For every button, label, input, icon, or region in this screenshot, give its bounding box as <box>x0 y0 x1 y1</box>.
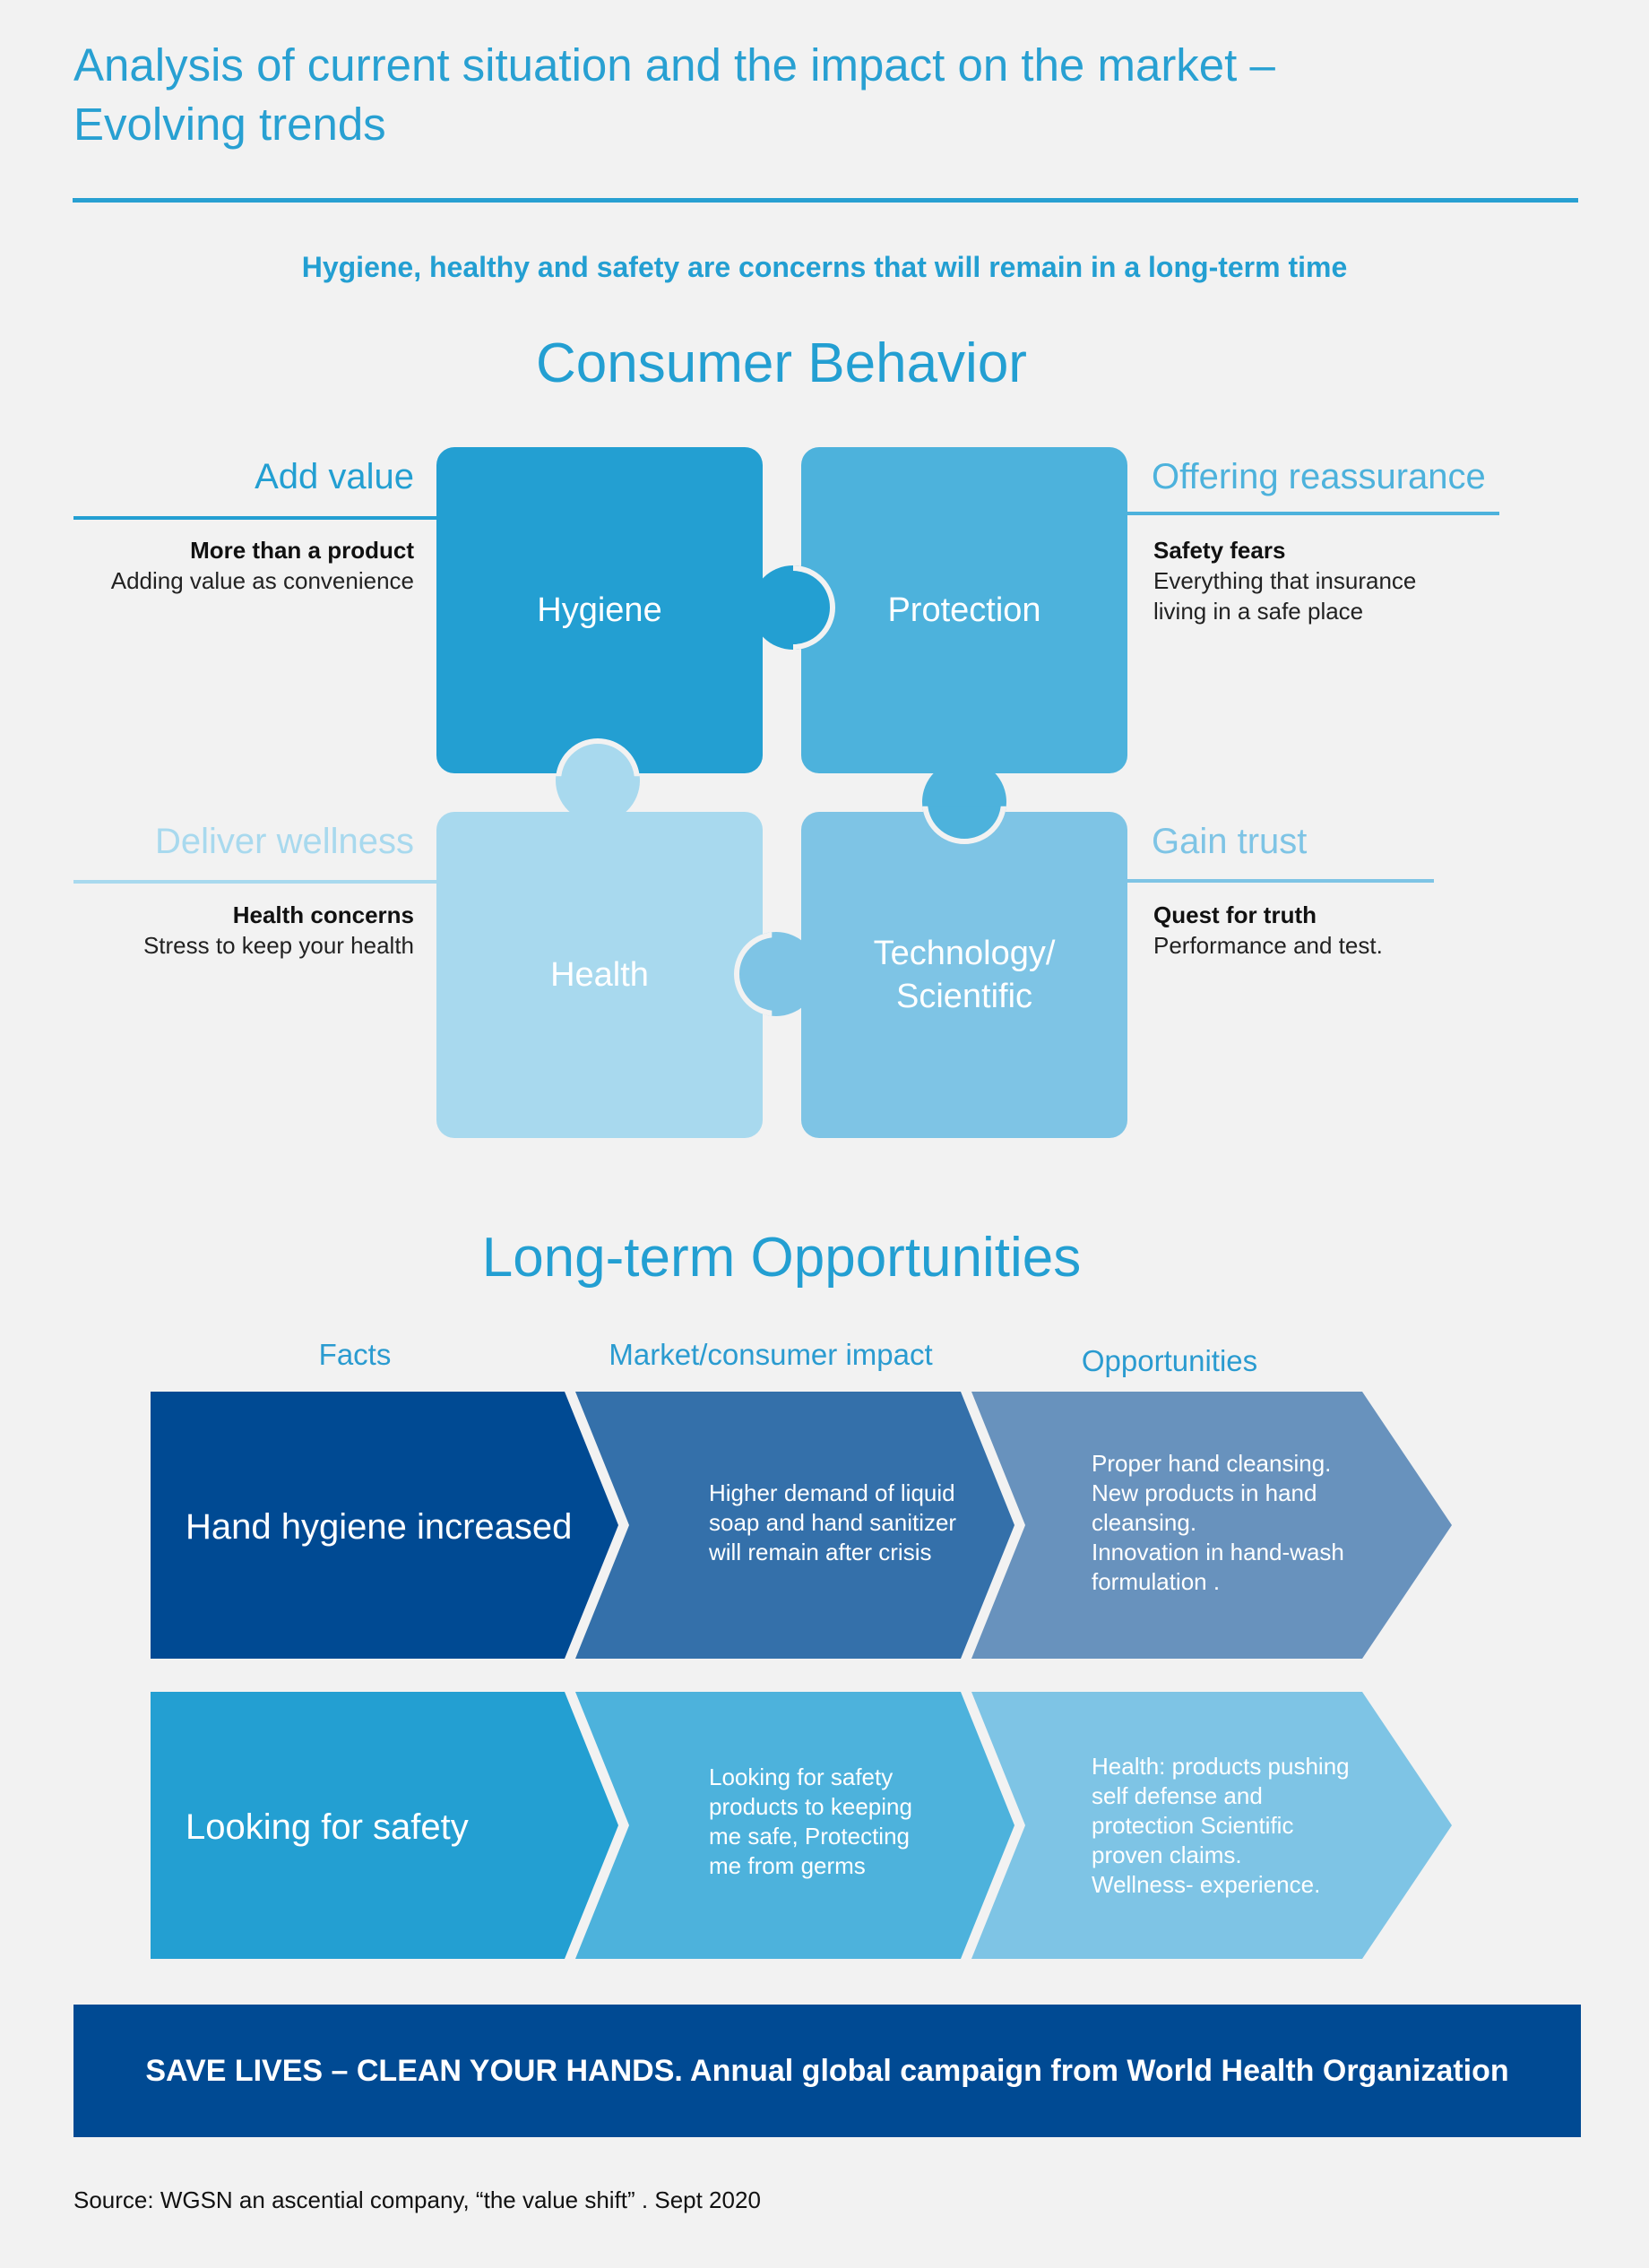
consumer-behavior-title: Consumer Behavior <box>536 332 1027 394</box>
row1-opportunity-line-4: Innovation in hand-wash <box>1092 1539 1344 1565</box>
page-title: Analysis of current situation and the im… <box>73 36 1597 154</box>
reassurance-line-2: living in a safe place <box>1153 598 1364 625</box>
title-line-2: Evolving trends <box>73 99 386 150</box>
row1-opportunity-line-3: cleansing. <box>1092 1509 1197 1536</box>
hygiene-label: Hygiene <box>537 591 662 629</box>
campaign-banner: SAVE LIVES – CLEAN YOUR HANDS. Annual gl… <box>73 2005 1581 2137</box>
wellness-bold: Health concerns <box>232 901 414 928</box>
wellness-text: Health concerns Stress to keep your heal… <box>73 900 414 961</box>
title-line-1: Analysis of current situation and the im… <box>73 39 1275 91</box>
row2-fact: Looking for safety <box>186 1807 469 1847</box>
opportunities-title: Long-term Opportunities <box>481 1227 1082 1289</box>
trust-rule <box>1127 879 1434 883</box>
row1-opportunity-line-2: New products in hand <box>1092 1479 1317 1506</box>
row1-opportunity-line-1: Proper hand cleansing. <box>1092 1450 1332 1477</box>
facts-column-heading: Facts <box>318 1338 392 1371</box>
row2-impact-line-1: Looking for safety <box>709 1764 894 1790</box>
row2-opportunity-line-2: self defense and <box>1092 1782 1263 1809</box>
technology-label-line-1: Technology/ <box>873 935 1056 972</box>
reassurance-line-1: Everything that insurance <box>1153 567 1417 594</box>
wellness-line: Stress to keep your health <box>142 932 414 959</box>
opportunities-column-heading: Opportunities <box>1081 1344 1258 1377</box>
add-value-rule <box>73 516 436 520</box>
row1-impact: Higher demand of liquid soap and hand sa… <box>709 1479 956 1567</box>
health-tile: Health <box>436 812 763 1138</box>
add-value-line: Adding value as convenience <box>110 567 414 594</box>
row2-impact: Looking for safety products to keeping m… <box>709 1763 912 1881</box>
hygiene-tile: Hygiene <box>436 447 763 773</box>
add-value-bold: More than a product <box>190 537 414 564</box>
add-value-text: More than a product Adding value as conv… <box>73 535 414 596</box>
add-value-heading: Add value <box>255 457 414 496</box>
reassurance-text: Safety fears Everything that insurance l… <box>1153 535 1530 626</box>
row1-opportunity: Proper hand cleansing. New products in h… <box>1092 1449 1344 1597</box>
row2-opportunity-line-1: Health: products pushing <box>1092 1753 1350 1780</box>
row2-opportunity-line-4: proven claims. <box>1092 1841 1242 1868</box>
row1-opportunity-arrow <box>971 1392 1452 1659</box>
row1-impact-line-2: soap and hand sanitizer <box>709 1509 957 1536</box>
trust-line: Performance and test. <box>1153 932 1383 959</box>
trust-bold: Quest for truth <box>1153 901 1317 928</box>
title-divider <box>73 198 1578 203</box>
row2-impact-line-4: me from germs <box>709 1852 866 1879</box>
row2-impact-line-2: products to keeping <box>709 1793 912 1820</box>
row2-impact-line-3: me safe, Protecting <box>709 1823 910 1850</box>
row2-fact-arrow <box>151 1692 618 1959</box>
row2-impact-arrow <box>575 1692 1014 1959</box>
row2-opportunity-line-5: Wellness- experience. <box>1092 1871 1321 1898</box>
wellness-rule <box>73 880 436 884</box>
row1-fact-arrow <box>151 1392 618 1659</box>
row1-impact-arrow <box>575 1392 1014 1659</box>
technology-label: Technology/ Scientific <box>874 932 1056 1018</box>
source-note: Source: WGSN an ascential company, “the … <box>73 2186 761 2213</box>
technology-tile: Technology/ Scientific <box>801 812 1127 1138</box>
page-subtitle: Hygiene, healthy and safety are concerns… <box>301 251 1348 283</box>
row1-opportunity-line-5: formulation . <box>1092 1568 1221 1595</box>
reassurance-bold: Safety fears <box>1153 537 1286 564</box>
row1-impact-line-1: Higher demand of liquid <box>709 1479 955 1506</box>
campaign-banner-text: SAVE LIVES – CLEAN YOUR HANDS. Annual gl… <box>145 2053 1509 2088</box>
trust-heading: Gain trust <box>1152 822 1308 861</box>
trust-text: Quest for truth Performance and test. <box>1153 900 1530 961</box>
health-label: Health <box>550 956 649 994</box>
reassurance-rule <box>1127 512 1499 515</box>
reassurance-heading: Offering reassurance <box>1152 457 1486 496</box>
row2-opportunity-line-3: protection Scientific <box>1092 1812 1294 1839</box>
row1-fact: Hand hygiene increased <box>186 1507 573 1547</box>
protection-label: Protection <box>887 591 1041 629</box>
technology-label-line-2: Scientific <box>895 978 1033 1015</box>
protection-tile: Protection <box>801 447 1127 773</box>
impact-column-heading: Market/consumer impact <box>609 1338 933 1371</box>
row1-impact-line-3: will remain after crisis <box>709 1539 932 1565</box>
wellness-heading: Deliver wellness <box>155 822 414 861</box>
row2-opportunity: Health: products pushing self defense an… <box>1092 1752 1350 1900</box>
opportunity-arrows <box>151 1392 1452 1959</box>
row2-opportunity-arrow <box>971 1692 1452 1959</box>
